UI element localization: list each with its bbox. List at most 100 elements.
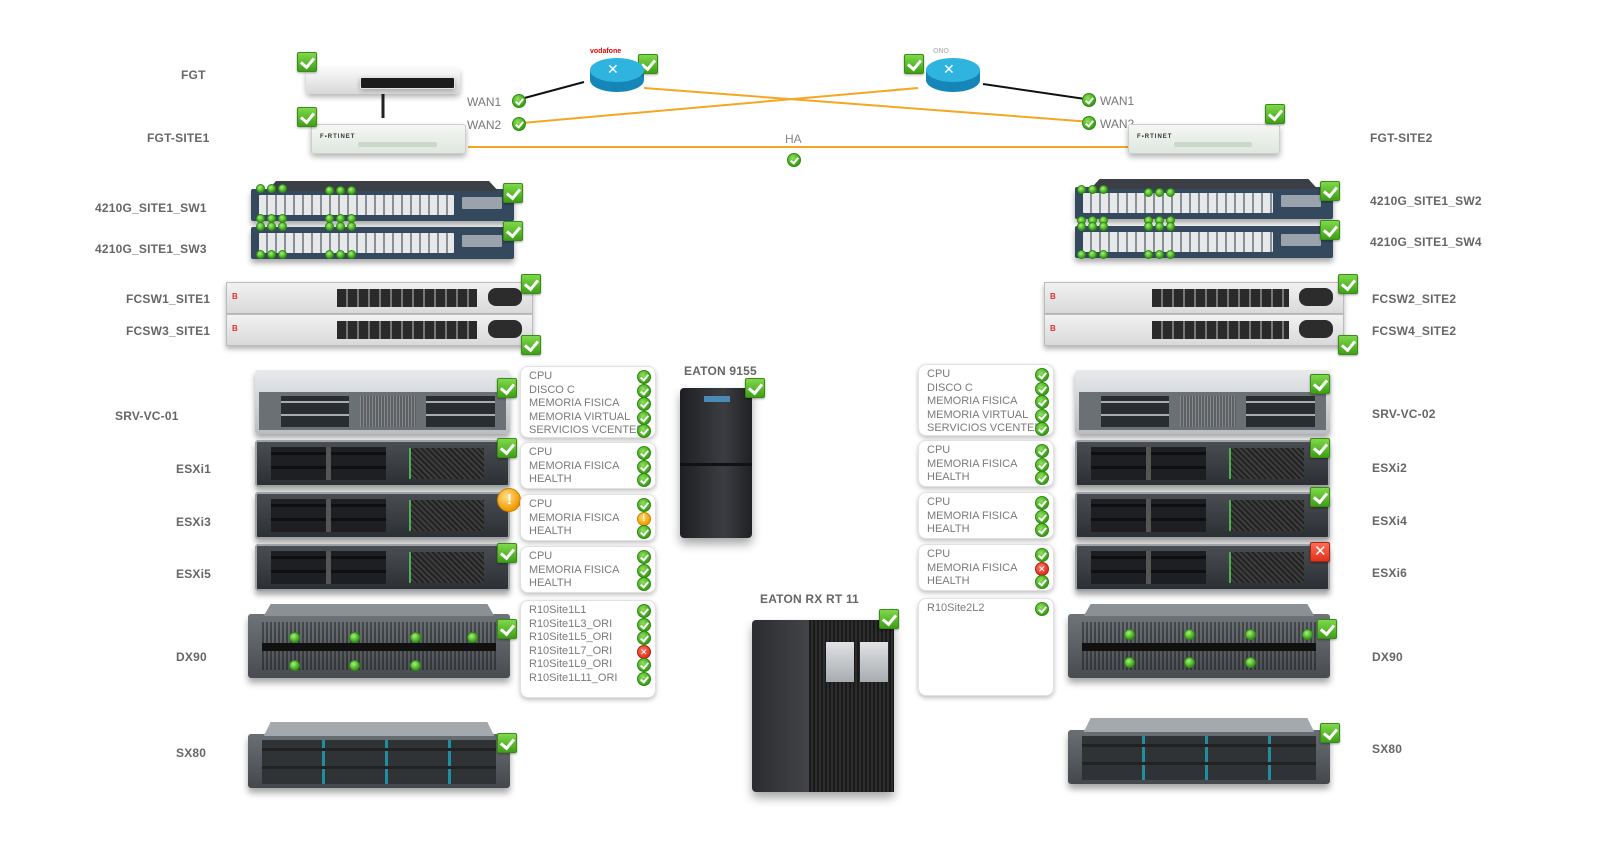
- disk-status-ok-icon[interactable]: [1184, 657, 1195, 668]
- metric-status-ok-icon[interactable]: [637, 525, 651, 539]
- eaton-rx-rt-11-status-ok-icon[interactable]: [879, 609, 899, 629]
- disk-status-ok-icon[interactable]: [467, 632, 478, 643]
- disk-status-ok-icon[interactable]: [289, 660, 300, 671]
- fcsw1-status-ok-icon[interactable]: [521, 274, 541, 294]
- metric-status-ok-icon[interactable]: [637, 563, 651, 578]
- esxi2-device[interactable]: [1075, 440, 1330, 487]
- port-status-ok-icon[interactable]: [336, 186, 345, 195]
- eaton-9155-device[interactable]: [680, 388, 752, 538]
- port-status-ok-icon[interactable]: [256, 222, 265, 231]
- port-status-ok-icon[interactable]: [1088, 185, 1097, 194]
- sw4-status-ok-icon[interactable]: [1320, 220, 1340, 240]
- switch-sw4[interactable]: [1075, 226, 1333, 258]
- metric-status-ok-icon[interactable]: [1035, 471, 1049, 485]
- port-status-ok-icon[interactable]: [1099, 250, 1108, 259]
- port-status-ok-icon[interactable]: [347, 250, 356, 259]
- port-status-ok-icon[interactable]: [1155, 188, 1164, 197]
- fcsw4-status-ok-icon[interactable]: [1338, 335, 1358, 355]
- fgt-device[interactable]: [306, 68, 460, 94]
- esxi4-status-ok-icon[interactable]: [1310, 487, 1330, 507]
- port-status-ok-icon[interactable]: [336, 222, 345, 231]
- port-status-ok-icon[interactable]: [278, 222, 287, 231]
- port-status-ok-icon[interactable]: [1077, 222, 1086, 231]
- srv-vc-01-status-ok-icon[interactable]: [497, 378, 517, 398]
- eaton-rx-rt-11-device[interactable]: [752, 620, 894, 792]
- fgt-status-ok-icon[interactable]: [297, 52, 317, 72]
- port-status-ok-icon[interactable]: [1144, 188, 1153, 197]
- eaton-9155-status-ok-icon[interactable]: [745, 378, 765, 398]
- metric-status-ok-icon[interactable]: [1035, 408, 1049, 423]
- port-status-ok-icon[interactable]: [256, 250, 265, 259]
- port-status-ok-icon[interactable]: [347, 222, 356, 231]
- metric-status-ok-icon[interactable]: [1035, 395, 1049, 409]
- port-status-ok-icon[interactable]: [1088, 222, 1097, 231]
- metric-status-ok-icon[interactable]: [1035, 496, 1049, 510]
- metric-status-ok-icon[interactable]: [637, 498, 651, 512]
- disk-status-ok-icon[interactable]: [1302, 629, 1313, 640]
- fgt-site1-device[interactable]: F▪RTINET: [311, 124, 466, 154]
- metric-status-ok-icon[interactable]: [1035, 548, 1049, 562]
- router-isp-left[interactable]: ✕: [590, 58, 644, 96]
- fgt-site1-status-ok-icon[interactable]: [297, 107, 317, 127]
- metric-status-ok-icon[interactable]: [637, 658, 651, 672]
- esxi5-device[interactable]: [255, 544, 510, 591]
- port-status-ok-icon[interactable]: [1099, 222, 1108, 231]
- wan1-left-status-ok-icon[interactable]: [512, 94, 526, 108]
- metric-status-ok-icon[interactable]: [637, 604, 651, 618]
- fcsw2-status-ok-icon[interactable]: [1338, 274, 1358, 294]
- disk-status-ok-icon[interactable]: [349, 632, 360, 643]
- port-status-ok-icon[interactable]: [278, 250, 287, 259]
- esxi2-status-ok-icon[interactable]: [1310, 438, 1330, 458]
- fcsw3-status-ok-icon[interactable]: [521, 335, 541, 355]
- port-status-ok-icon[interactable]: [1166, 222, 1175, 231]
- sx80-site1-status-ok-icon[interactable]: [497, 733, 517, 753]
- port-status-ok-icon[interactable]: [347, 186, 356, 195]
- port-status-ok-icon[interactable]: [267, 250, 276, 259]
- disk-status-ok-icon[interactable]: [1245, 629, 1256, 640]
- dx90-site1-device[interactable]: [248, 604, 510, 678]
- dx90-site2-device[interactable]: [1068, 604, 1330, 678]
- metric-status-ok-icon[interactable]: [1035, 368, 1049, 382]
- esxi5-status-ok-icon[interactable]: [497, 543, 517, 563]
- fcsw2-device[interactable]: B: [1044, 282, 1344, 314]
- port-status-ok-icon[interactable]: [1088, 250, 1097, 259]
- metric-status-ok-icon[interactable]: [637, 459, 651, 474]
- esxi6-device[interactable]: [1075, 544, 1330, 591]
- metric-status-ok-icon[interactable]: [637, 631, 651, 645]
- fgt-site2-status-ok-icon[interactable]: [1265, 104, 1285, 124]
- disk-status-ok-icon[interactable]: [1245, 657, 1256, 668]
- fcsw1-device[interactable]: B: [226, 282, 533, 314]
- metric-status-ok-icon[interactable]: [637, 577, 651, 591]
- metric-status-ok-icon[interactable]: [1035, 444, 1049, 458]
- switch-sw1[interactable]: [251, 181, 514, 221]
- switch-sw2[interactable]: [1075, 179, 1333, 219]
- metric-status-ok-icon[interactable]: [637, 424, 651, 438]
- sw3-status-ok-icon[interactable]: [503, 221, 523, 241]
- esxi6-status-critical-icon[interactable]: [1310, 542, 1330, 562]
- metric-status-ok-icon[interactable]: [637, 617, 651, 632]
- metric-status-ok-icon[interactable]: [1035, 602, 1049, 616]
- metric-status-ok-icon[interactable]: [637, 550, 651, 564]
- port-status-ok-icon[interactable]: [1144, 222, 1153, 231]
- sw1-status-ok-icon[interactable]: [503, 183, 523, 203]
- wan2-right-status-ok-icon[interactable]: [1082, 116, 1096, 130]
- srv-vc-01-device[interactable]: [255, 370, 510, 434]
- metric-status-ok-icon[interactable]: [637, 370, 651, 384]
- disk-status-ok-icon[interactable]: [410, 660, 421, 671]
- metric-status-ok-icon[interactable]: [1035, 422, 1049, 436]
- port-status-ok-icon[interactable]: [336, 250, 345, 259]
- esxi3-status-warning-icon[interactable]: [497, 488, 521, 512]
- dx90-site1-status-ok-icon[interactable]: [497, 619, 517, 639]
- metric-status-critical-icon[interactable]: [1035, 561, 1049, 576]
- esxi3-device[interactable]: [255, 492, 510, 539]
- disk-status-ok-icon[interactable]: [410, 632, 421, 643]
- fcsw4-device[interactable]: B: [1044, 314, 1344, 346]
- port-status-ok-icon[interactable]: [256, 184, 265, 193]
- sx80-site2-status-ok-icon[interactable]: [1320, 723, 1340, 743]
- esxi1-status-ok-icon[interactable]: [497, 438, 517, 458]
- metric-status-ok-icon[interactable]: [637, 383, 651, 398]
- wan1-right-status-ok-icon[interactable]: [1082, 93, 1096, 107]
- port-status-ok-icon[interactable]: [1166, 250, 1175, 259]
- port-status-ok-icon[interactable]: [325, 222, 334, 231]
- sx80-site2-device[interactable]: [1068, 718, 1330, 784]
